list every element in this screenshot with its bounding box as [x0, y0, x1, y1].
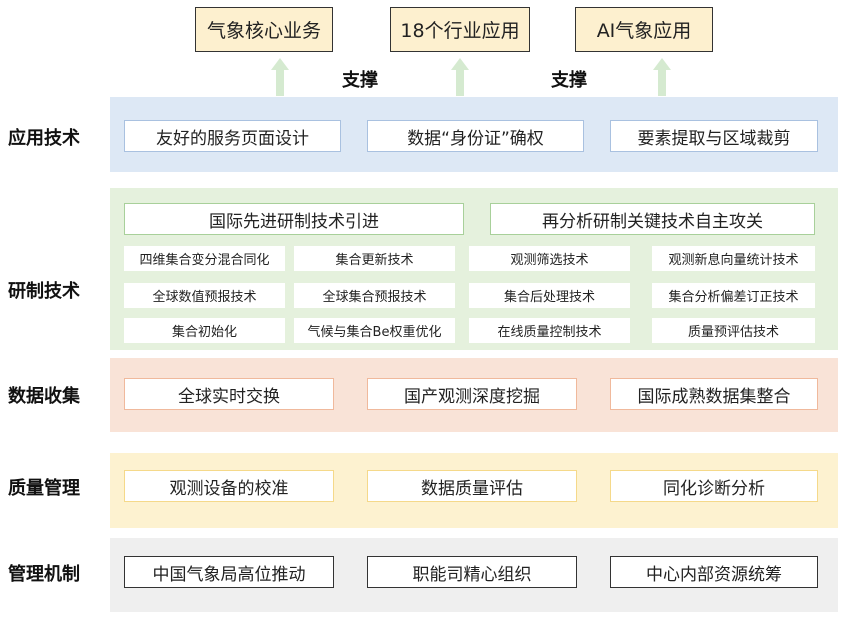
collection-item: 国产观测深度挖掘	[367, 378, 577, 410]
research-grid-item: 全球集合预报技术	[294, 283, 455, 308]
research-grid-item: 在线质量控制技术	[469, 318, 630, 343]
research-grid-item: 四维集合变分混合同化	[124, 246, 285, 271]
application-item: 数据“身份证”确权	[367, 120, 584, 152]
management-item: 职能司精心组织	[367, 556, 577, 588]
quality-item: 观测设备的校准	[124, 470, 334, 502]
top-box-ai-apps: AI气象应用	[575, 7, 713, 52]
support-label: 支撑	[342, 70, 378, 91]
research-grid-item: 集合分析偏差订正技术	[652, 283, 815, 308]
research-grid-item: 集合初始化	[124, 318, 285, 343]
research-grid-item: 全球数值预报技术	[124, 283, 285, 308]
up-arrow-icon	[271, 58, 289, 96]
application-item: 友好的服务页面设计	[124, 120, 341, 152]
management-item: 中心内部资源统筹	[610, 556, 818, 588]
collection-item: 全球实时交换	[124, 378, 334, 410]
research-grid-item: 集合后处理技术	[469, 283, 630, 308]
up-arrow-icon	[451, 58, 469, 96]
management-item: 中国气象局高位推动	[124, 556, 334, 588]
research-main-item: 国际先进研制技术引进	[124, 203, 464, 235]
top-box-industry-apps: 18个行业应用	[390, 7, 530, 52]
layer-label-collection: 数据收集	[8, 386, 80, 407]
research-main-item: 再分析研制关键技术自主攻关	[490, 203, 815, 235]
quality-item: 数据质量评估	[367, 470, 577, 502]
research-grid-item: 质量预评估技术	[652, 318, 815, 343]
collection-item: 国际成熟数据集整合	[610, 378, 818, 410]
layer-label-management: 管理机制	[8, 564, 80, 585]
research-grid-item: 气候与集合Be权重优化	[294, 318, 455, 343]
quality-item: 同化诊断分析	[610, 470, 818, 502]
research-grid-item: 集合更新技术	[294, 246, 455, 271]
research-grid-item: 观测新息向量统计技术	[652, 246, 815, 271]
research-grid-item: 观测筛选技术	[469, 246, 630, 271]
up-arrow-icon	[653, 58, 671, 96]
top-box-core-business: 气象核心业务	[195, 7, 333, 52]
layer-label-research: 研制技术	[8, 281, 80, 302]
layer-label-quality: 质量管理	[8, 478, 80, 499]
application-item: 要素提取与区域裁剪	[610, 120, 818, 152]
support-label: 支撑	[551, 70, 587, 91]
layer-label-application: 应用技术	[8, 128, 80, 149]
